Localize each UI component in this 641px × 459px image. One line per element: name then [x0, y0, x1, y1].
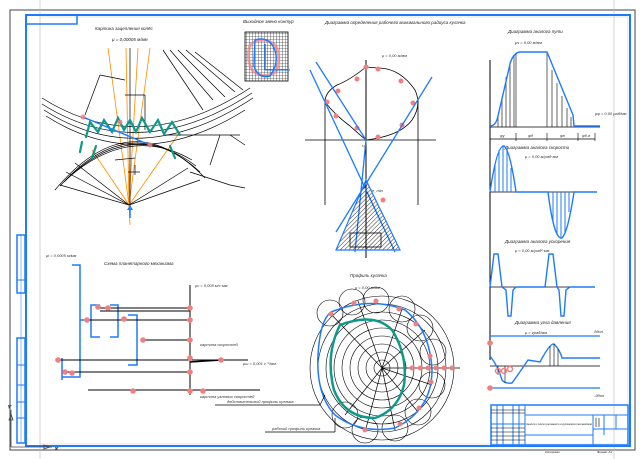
pressure-angle-title: Диаграмма угла давления [514, 320, 571, 325]
cam-callout-2: рабочий профиль кулачка [271, 426, 321, 431]
cam-angle-title: Диаграмма определения рабочего минимальн… [324, 20, 466, 25]
cam-angle-scale: μ = 0,00 м/мм [381, 53, 407, 58]
contour-inset-title: Выходное звено контур [243, 19, 294, 24]
velocity-title: Диаграмма аналога скорости [504, 145, 570, 150]
velocity-scale: μ = 0,00 м/рад·мм [524, 154, 558, 159]
acceleration-scale: μ = 0,00 м/рад²·мм [514, 248, 550, 253]
gear-view-title: Картина зацепления колёс [95, 26, 153, 31]
planetary-annotation-1: картина скоростей [200, 342, 239, 347]
pressure-angle-diagram: Диаграмма угла давления μ = град/мм ϑдоп… [487, 320, 605, 398]
gear-mesh-view: Картина зацепления колёс μ = 0,00005 м/м… [41, 26, 254, 226]
phase-label-2: φд [528, 133, 534, 138]
gear-view-scale: μ = 0,00005 м/мм [111, 37, 148, 42]
pressure-angle-scale: μ = град/мм [524, 330, 547, 335]
title-block-footer-right: Формат А1 [597, 450, 612, 454]
cam-profile-title: Профиль кулачка [350, 273, 387, 278]
r0-label: r₀ [362, 143, 365, 148]
inner-frame [39, 16, 629, 445]
ucs-icon: Y X [8, 404, 59, 452]
planetary-scheme: μl = 0,0005 м/мм Схема планетарного меха… [45, 253, 276, 399]
acceleration-diagram: Диаграмма аналога ускорения μ = 0,00 м/р… [489, 239, 595, 317]
cam-profile-scale: μ = 0,00 м/мм [354, 285, 380, 290]
displacement-xscale: μφ = 0,00 рад/мм [594, 111, 627, 116]
pressure-angle-upper: ϑдоп [594, 329, 604, 334]
phase-label-1: φу [500, 133, 506, 138]
title-block-footer-left: Копировал [545, 450, 560, 454]
contour-inset: Выходное звено контур [243, 19, 294, 82]
outer-trim-border [9, 9, 636, 451]
top-left-stamp [25, 14, 78, 25]
svg-text:X: X [54, 446, 58, 451]
title-block[interactable]: Анализ и синтез рычажного и кулачкового … [490, 404, 629, 454]
planetary-omega-scale: μω = 0,001 с⁻¹/мм [242, 361, 276, 366]
planetary-annotation-2: картина угловых скоростей [200, 394, 255, 399]
emin-label: e_min [372, 188, 384, 193]
phase-label-4: φб.в [582, 133, 590, 138]
cam-callout-1: действительный профиль кулачка [227, 399, 294, 404]
planetary-speed-scale: μv = 0,005 м/с·мм [194, 283, 228, 288]
cam-angle-diagram: Диаграмма определения рабочего минимальн… [305, 20, 466, 258]
svg-text:Y: Y [8, 404, 11, 409]
phase-label-3: φв [560, 133, 565, 138]
velocity-diagram: Диаграмма аналога скорости μ = 0,00 м/ра… [489, 145, 597, 239]
displacement-scale: μs = 0,00 м/мм [514, 40, 542, 45]
pressure-angle-lower: -ϑдоп [594, 393, 605, 398]
planetary-scale: μl = 0,0005 м/мм [45, 253, 77, 258]
left-binding-strip [16, 234, 26, 444]
drawing-frame [25, 14, 631, 447]
acceleration-title: Диаграмма аналога ускорения [504, 239, 571, 244]
title-block-document-title: Анализ и синтез рычажного и кулачкового … [526, 422, 592, 426]
displacement-diagram: Диаграмма аналога пути μs = 0,00 м/мм μφ… [489, 29, 627, 360]
displacement-title: Диаграмма аналога пути [507, 29, 563, 34]
cam-profile-view: Профиль кулачка μ = 0,00 м/мм [215, 273, 460, 444]
planetary-title: Схема планетарного механизма [104, 261, 174, 266]
